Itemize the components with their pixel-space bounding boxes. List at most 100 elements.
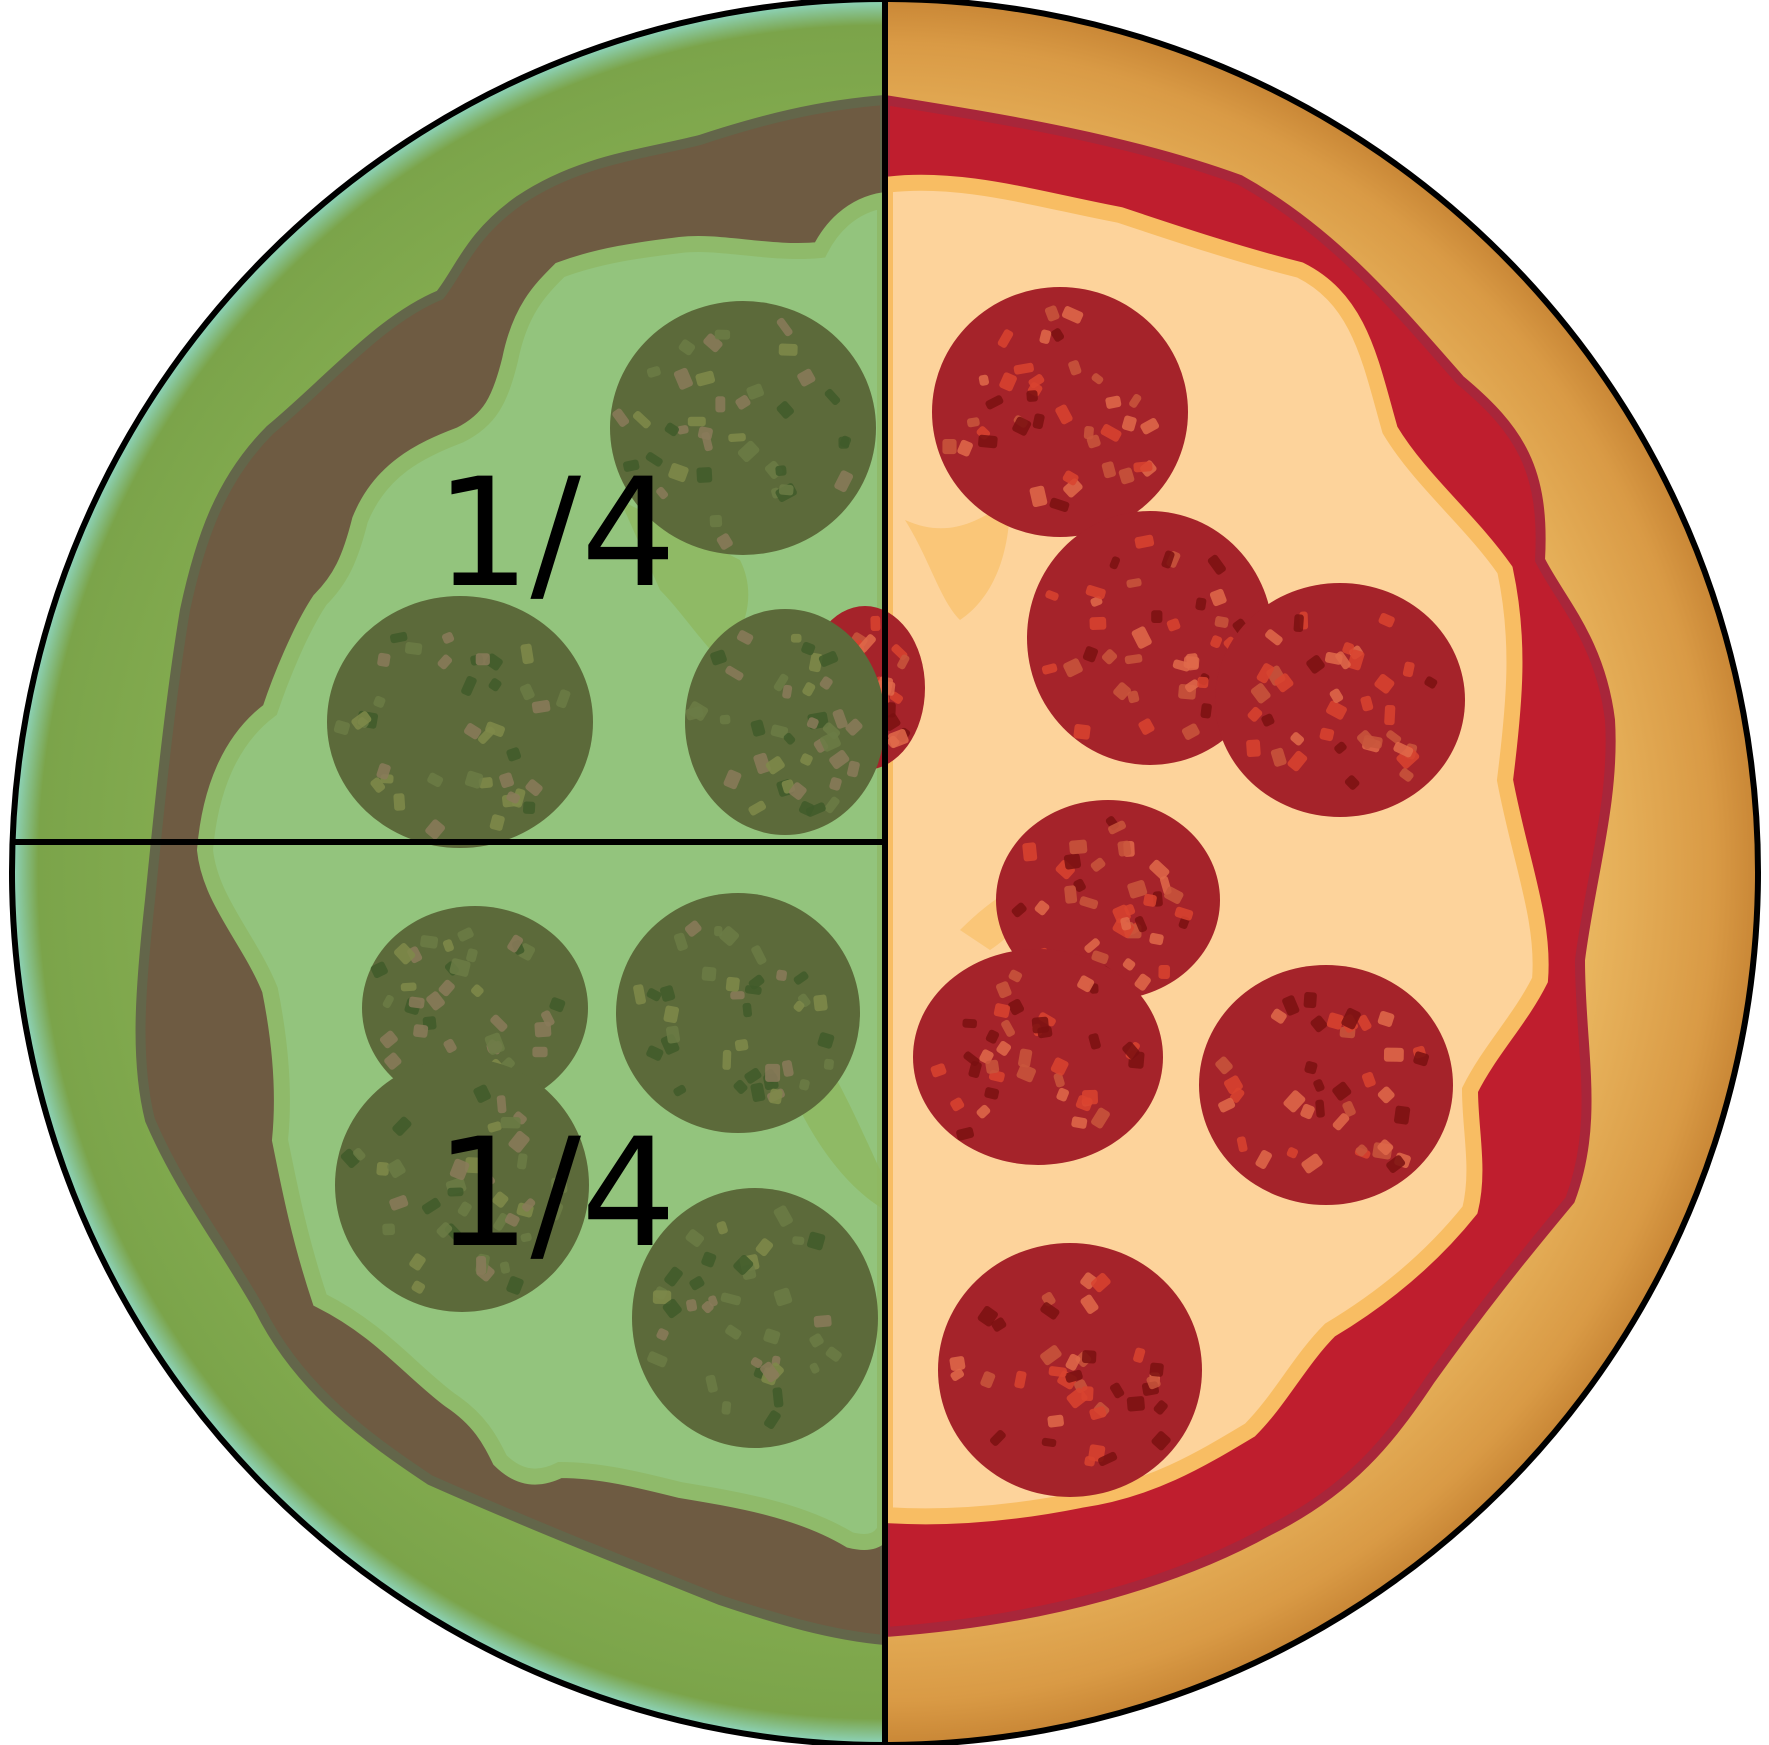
pepperoni-fleck: [612, 408, 630, 427]
pepperoni-tinted: [327, 596, 593, 848]
pepperoni-fleck: [425, 819, 446, 840]
pepperoni-fleck: [438, 979, 455, 997]
pepperoni-fleck: [1332, 1081, 1352, 1101]
pepperoni-fleck: [1086, 434, 1101, 449]
pepperoni-fleck: [1053, 1072, 1065, 1088]
pepperoni-fleck: [1045, 590, 1059, 601]
pepperoni-fleck: [950, 1368, 965, 1382]
fraction-label-top-left: 1/4: [435, 447, 676, 621]
pepperoni-fleck: [443, 1038, 457, 1054]
pepperoni-fleck: [1255, 1149, 1272, 1169]
pepperoni-fleck: [709, 514, 723, 528]
pepperoni-fleck: [788, 782, 807, 800]
pepperoni-fleck: [1383, 1047, 1404, 1062]
pepperoni-fleck: [997, 329, 1014, 348]
pepperoni-fleck: [1064, 885, 1078, 904]
pepperoni-fleck: [389, 1195, 409, 1211]
pepperoni-fleck: [1080, 1294, 1099, 1314]
pepperoni-fleck: [806, 717, 819, 729]
pepperoni-fleck: [1293, 614, 1304, 633]
pepperoni-fleck: [1256, 663, 1274, 684]
pepperoni-fleck: [549, 997, 566, 1013]
pepperoni-fleck: [1326, 1012, 1344, 1030]
pepperoni-fleck: [393, 793, 406, 811]
pepperoni-fleck: [769, 1088, 783, 1105]
pepperoni-fleck: [656, 486, 669, 500]
pepperoni-fleck: [490, 1014, 508, 1032]
pepperoni-fleck: [744, 985, 762, 995]
pepperoni-fleck: [377, 652, 391, 667]
pepperoni-fleck: [1236, 1136, 1248, 1153]
pepperoni-fleck: [684, 920, 702, 937]
pepperoni-fleck: [1287, 750, 1308, 772]
pepperoni-fleck: [484, 1032, 505, 1055]
pepperoni-fleck: [464, 770, 484, 789]
pepperoni-fleck: [1082, 646, 1099, 663]
pepperoni-fleck: [1077, 975, 1095, 993]
pepperoni-fleck: [1110, 1382, 1125, 1399]
pepperoni-fleck: [716, 1221, 728, 1235]
pepperoni-fleck: [382, 994, 394, 1009]
pepperoni-fleck: [1131, 626, 1152, 649]
pepperoni-fleck: [500, 1116, 521, 1129]
pepperoni-fleck: [1342, 1100, 1356, 1117]
pepperoni-fleck: [1008, 998, 1025, 1016]
pepperoni-fleck: [956, 1127, 975, 1141]
pepperoni-fleck: [461, 675, 477, 696]
pepperoni-fleck: [824, 796, 840, 814]
pepperoni-fleck: [751, 945, 767, 965]
pepperoni-fleck: [646, 1045, 664, 1061]
pepperoni-fleck: [1342, 642, 1355, 655]
pepperoni-fleck: [798, 801, 815, 816]
pepperoni-fleck: [985, 395, 1004, 410]
pepperoni-fleck: [333, 720, 350, 735]
pepperoni-fleck: [487, 1121, 502, 1133]
pepperoni-fleck: [1286, 1147, 1299, 1159]
pepperoni-fleck: [1117, 840, 1132, 857]
pepperoni-fleck: [664, 1266, 683, 1287]
pepperoni-icon: [610, 301, 876, 555]
pepperoni-fleck: [730, 991, 745, 1000]
pepperoni-fleck: [646, 366, 661, 378]
pepperoni-fleck: [1334, 741, 1347, 754]
pepperoni-fleck: [373, 695, 386, 708]
pepperoni-fleck: [1304, 1061, 1318, 1075]
pepperoni-fleck: [673, 367, 693, 390]
pepperoni-fleck: [1039, 329, 1052, 344]
pepperoni-fleck: [506, 747, 522, 762]
pepperoni-fleck: [1018, 1048, 1033, 1068]
pepperoni-fleck: [715, 396, 726, 413]
pepperoni-fleck: [1089, 1406, 1107, 1420]
pepperoni-fleck: [1329, 688, 1344, 703]
pepperoni-fleck: [1065, 1353, 1081, 1371]
pepperoni-fleck: [493, 1212, 509, 1231]
pepperoni-fleck: [1394, 1105, 1411, 1125]
pepperoni-fleck: [1124, 654, 1143, 665]
pepperoni-fleck: [1101, 461, 1116, 479]
pepperoni-fleck: [1265, 629, 1283, 646]
pepperoni-fleck: [475, 653, 490, 666]
pepperoni-fleck: [832, 709, 848, 729]
pepperoni-fleck: [1140, 417, 1160, 435]
pepperoni-fleck: [1360, 695, 1374, 712]
pepperoni-fleck: [541, 1010, 555, 1027]
pepperoni-fleck: [531, 699, 551, 714]
pepperoni-fleck: [1090, 857, 1106, 872]
pepperoni-fleck: [1109, 556, 1121, 570]
pepperoni-fleck: [1161, 550, 1175, 569]
pepperoni-fleck: [1034, 900, 1050, 916]
pepperoni-fleck: [829, 749, 850, 770]
pepperoni-fleck: [775, 465, 787, 476]
pepperoni-tinted: [632, 1188, 878, 1448]
pepperoni-icon: [616, 893, 860, 1133]
pepperoni-fleck: [978, 374, 989, 386]
pepperoni-fleck: [485, 721, 506, 737]
pepperoni-fleck: [687, 416, 706, 427]
pepperoni-fleck: [977, 1305, 998, 1327]
pepperoni-fleck: [1068, 360, 1082, 376]
pepperoni-fleck: [800, 753, 813, 766]
pepperoni: [1215, 583, 1465, 817]
pepperoni-fleck: [822, 722, 841, 740]
pepperoni-fleck: [1127, 690, 1140, 704]
pepperoni-fleck: [1183, 656, 1200, 669]
